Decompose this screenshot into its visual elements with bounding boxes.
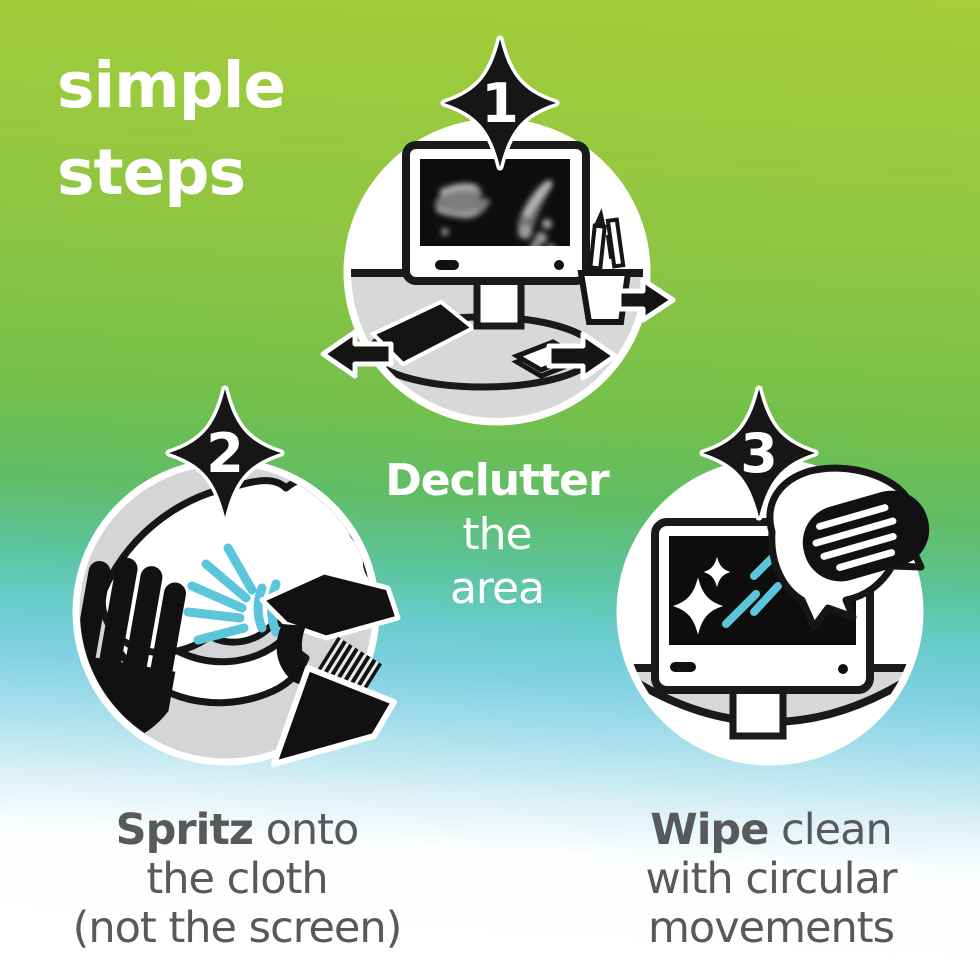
caption-line: with circular (645, 854, 897, 904)
caption-line: the (462, 509, 532, 560)
step-2-caption: Spritz onto the cloth (not the screen) (17, 806, 457, 953)
arrow-right-cup-icon (616, 277, 676, 323)
monitor-stand-3 (729, 684, 787, 740)
hand-holding-cloth-icon (80, 557, 186, 758)
step-2-badge: 2 (169, 389, 281, 517)
spray-trigger (276, 624, 311, 685)
step-3-caption: Wipe clean with circular movements (551, 806, 980, 953)
declutter-arrows (320, 277, 676, 381)
caption-bold: Wipe (650, 805, 769, 855)
wiping-hand-icon (802, 490, 930, 582)
wipe-screen-icon (616, 458, 930, 766)
spray-bottle-icon (259, 569, 401, 767)
arrow-right-icon (546, 331, 618, 381)
caption-line: Spritz onto (17, 806, 457, 855)
caption-line: Wipe clean (551, 806, 980, 855)
caption-line: Declutter (385, 455, 609, 506)
title-line-2: steps (57, 136, 246, 209)
step-1-badge-number: 1 (481, 72, 519, 135)
caption-rest: clean (768, 805, 893, 855)
caption-line: (not the screen) (72, 903, 403, 953)
title-line-1: simple (57, 49, 286, 122)
monitor-stand (473, 274, 525, 330)
spray-head (259, 569, 401, 641)
screen-smudges (434, 179, 555, 246)
dirty-monitor-icon (402, 141, 590, 285)
step-1-badge: 1 (444, 39, 556, 167)
bottle-body (271, 665, 397, 767)
caption-bold: Spritz (115, 805, 254, 855)
declutter-desk-icon (320, 118, 676, 426)
caption-line: movements (648, 903, 895, 953)
spray-bottle-cloth-icon (72, 458, 401, 767)
caption-line: the cloth (146, 854, 328, 904)
pen-cup-icon (577, 208, 632, 325)
step-3-badge: 3 (703, 389, 815, 517)
step-2-badge-number: 2 (206, 422, 244, 485)
arrow-left-icon (320, 329, 394, 379)
caption-rest: onto (252, 805, 360, 855)
page-title: simple steps (57, 42, 286, 216)
spray-mist-icon (183, 543, 281, 645)
step-3-badge-number: 3 (740, 422, 778, 485)
caption-line: area (449, 563, 545, 614)
step-1-caption: Declutter the area (337, 454, 657, 616)
